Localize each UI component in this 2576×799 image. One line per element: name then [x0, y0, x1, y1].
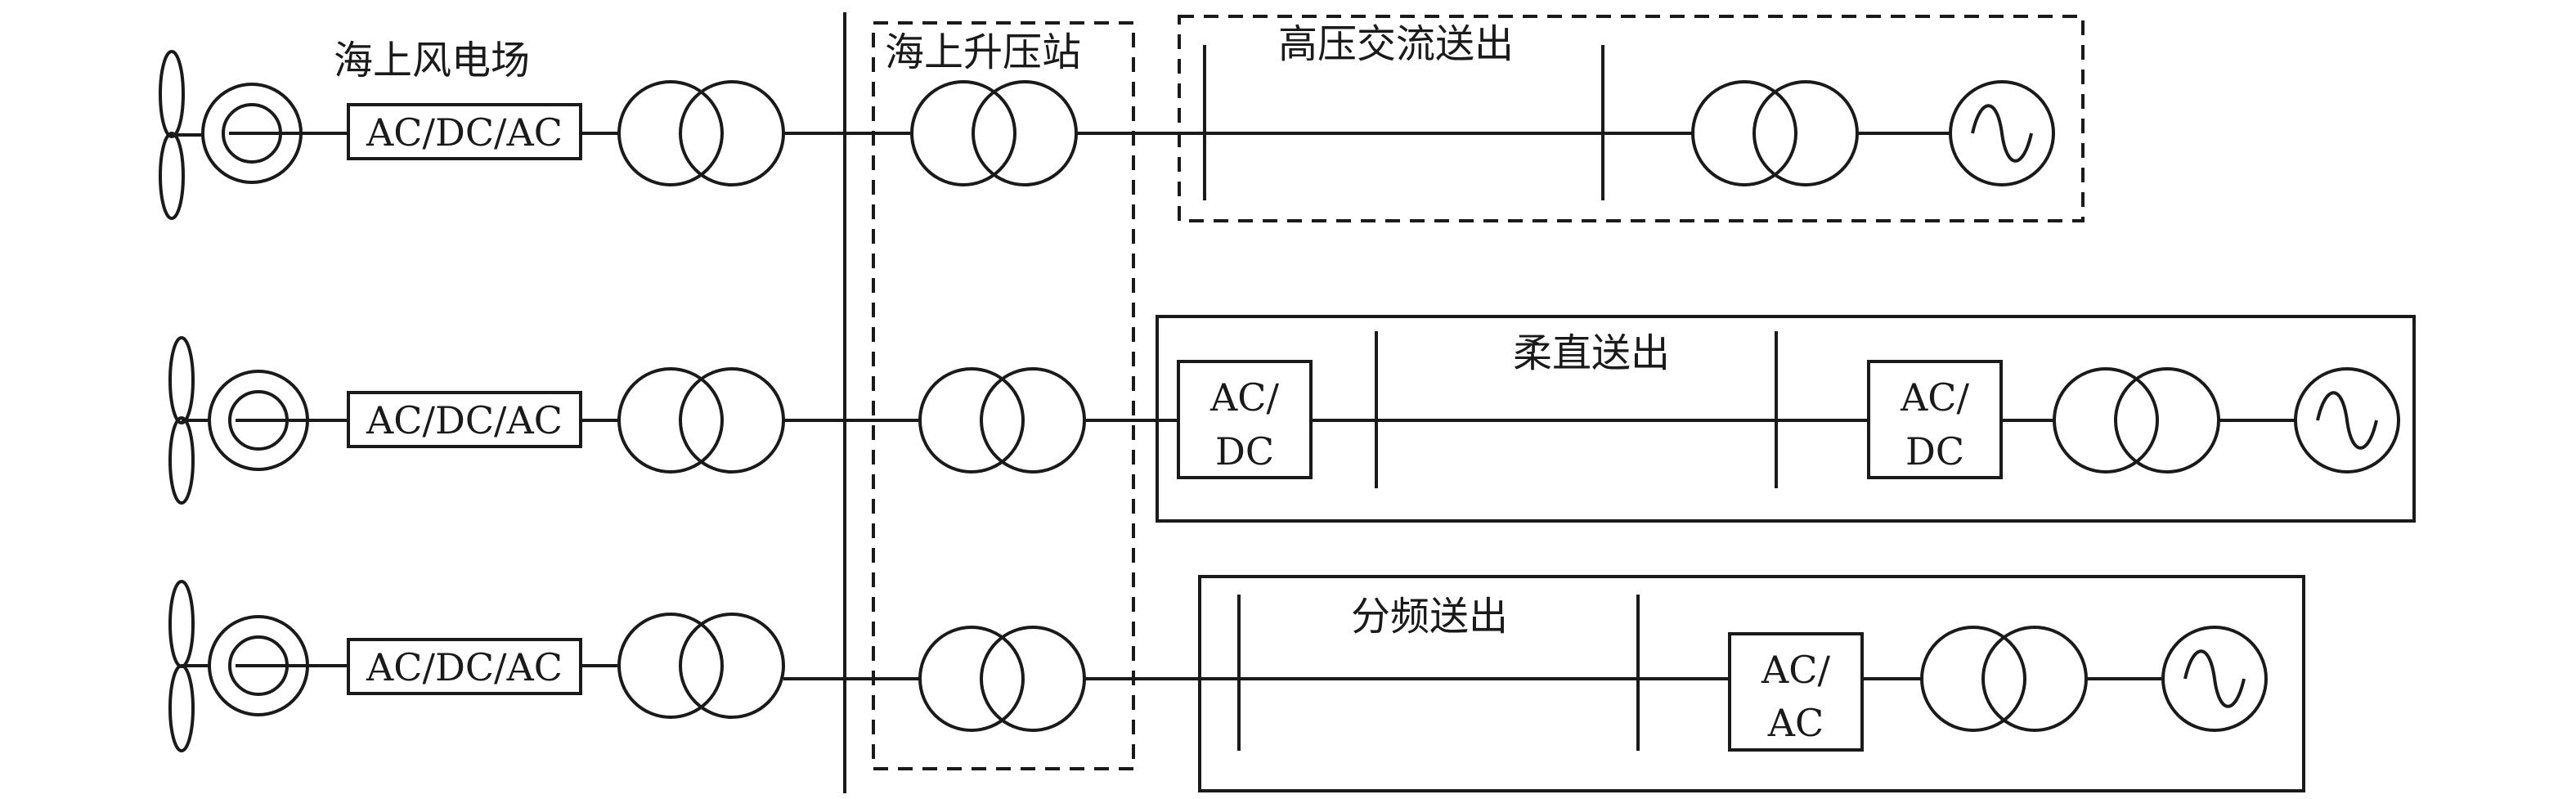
sine-wave-icon: [2316, 391, 2378, 450]
turbine-blade-icon: [159, 132, 185, 220]
turbine-blade-icon: [168, 664, 195, 752]
rectifier-label-line2: DC: [1215, 429, 1274, 474]
transformer-icon: [679, 367, 785, 474]
frequency-converter-box: [1728, 632, 1864, 752]
substation-region: [872, 21, 1135, 770]
substation-transformer-icon: [980, 626, 1086, 732]
hvac-region: [1178, 15, 2085, 222]
turbine-converter-label: AC/DC/AC: [366, 110, 563, 155]
substation-transformer-icon: [980, 367, 1086, 474]
ac-grid-source-icon: [1949, 80, 2055, 186]
turbine-blade-icon: [168, 336, 195, 424]
frequency-converter-label-line2: AC: [1767, 701, 1824, 745]
sine-wave-icon: [2183, 649, 2246, 708]
turbine-blade-icon: [168, 416, 195, 505]
vsc-hvdc-region: [1156, 315, 2416, 523]
fractional-frequency-region: [1198, 575, 2305, 792]
transformer-icon: [617, 367, 724, 474]
turbine-blade-icon: [168, 580, 195, 668]
substation-label: 海上升压站: [885, 29, 1081, 75]
transformer-icon: [679, 80, 785, 186]
turbine-blade-icon: [159, 50, 185, 138]
grid-transformer-icon: [1920, 626, 2026, 732]
substation-transformer-icon: [972, 80, 1078, 186]
grid-transformer-icon: [1691, 80, 1797, 186]
substation-transformer-icon: [918, 626, 1025, 732]
transformer-icon: [617, 613, 724, 719]
grid-transformer-icon: [1752, 80, 1859, 186]
wind-farm-label: 海上风电场: [334, 38, 530, 83]
row-vsc-hvdc: AC/DC/AC 柔直送出 AC/ DC AC/ DC: [168, 315, 2416, 523]
row-fractional-frequency: AC/DC/AC 分频送出 AC/ AC: [168, 575, 2305, 792]
row-hvac: AC/DC/AC 高压交流送出: [159, 15, 2085, 222]
transformer-icon: [679, 613, 785, 719]
vsc-hvdc-label: 柔直送出: [1513, 330, 1670, 376]
inverter-label-line1: AC/: [1900, 375, 1969, 420]
inverter-label-line2: DC: [1905, 429, 1964, 474]
frequency-converter-label-line1: AC/: [1761, 648, 1830, 692]
turbine-converter-label: AC/DC/AC: [366, 398, 563, 442]
sine-wave-icon: [1971, 104, 2033, 163]
grid-transformer-icon: [2114, 367, 2220, 474]
ac-grid-source-icon: [2294, 367, 2400, 474]
rectifier-label-line1: AC/: [1209, 375, 1279, 420]
grid-transformer-icon: [1981, 626, 2088, 732]
substation-transformer-icon: [918, 367, 1025, 474]
transformer-icon: [617, 80, 724, 186]
hvac-label: 高压交流送出: [1278, 21, 1514, 67]
turbine-converter-label: AC/DC/AC: [366, 645, 563, 689]
ac-grid-source-icon: [2161, 626, 2268, 732]
fractional-frequency-label: 分频送出: [1351, 594, 1508, 640]
substation-transformer-icon: [910, 80, 1016, 186]
grid-transformer-icon: [2053, 367, 2159, 474]
